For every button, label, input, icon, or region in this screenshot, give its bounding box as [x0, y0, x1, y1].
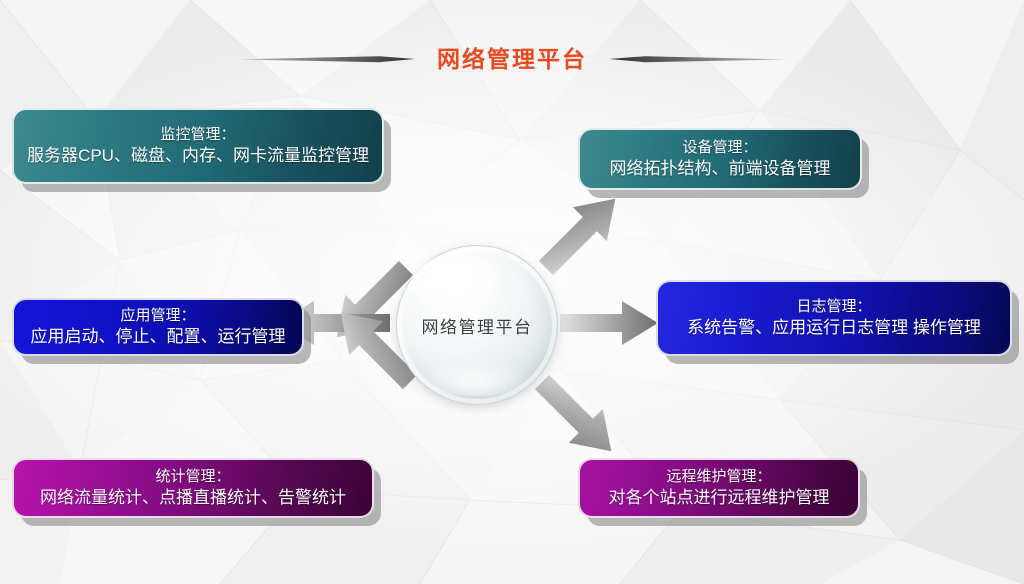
panel-device-detail: 网络拓扑结构、前端设备管理 [609, 159, 831, 179]
title-rule-right-icon [609, 56, 785, 63]
panel-remote[interactable]: 远程维护管理： 对各个站点进行远程维护管理 [578, 458, 860, 518]
arrow-to-remote-icon [534, 374, 612, 452]
panel-application-heading: 应用管理： [120, 306, 196, 324]
center-node-label: 网络管理平台 [421, 317, 533, 337]
panel-application-detail: 应用启动、停止、配置、运行管理 [30, 327, 286, 347]
title-bar: 网络管理平台 [0, 38, 1024, 80]
panel-monitor[interactable]: 监控管理： 服务器CPU、磁盘、内存、网卡流量监控管理 [12, 108, 384, 184]
arrow-to-device-icon [538, 198, 616, 276]
panel-device[interactable]: 设备管理： 网络拓扑结构、前端设备管理 [578, 128, 862, 190]
panel-application[interactable]: 应用管理： 应用启动、停止、配置、运行管理 [12, 298, 304, 356]
panel-log-detail: 系统告警、应用运行日志管理 操作管理 [687, 318, 981, 338]
panel-monitor-detail: 服务器CPU、磁盘、内存、网卡流量监控管理 [27, 146, 369, 166]
panel-statistics-detail: 网络流量统计、点播直播统计、告警统计 [40, 488, 346, 508]
panel-monitor-heading: 监控管理： [160, 125, 236, 143]
panel-remote-heading: 远程维护管理： [666, 467, 772, 485]
panel-device-heading: 设备管理： [682, 138, 758, 156]
panel-remote-detail: 对各个站点进行远程维护管理 [608, 488, 830, 508]
panel-log-heading: 日志管理： [796, 297, 872, 315]
panel-log[interactable]: 日志管理： 系统告警、应用运行日志管理 操作管理 [656, 280, 1012, 356]
title-rule-left-icon [239, 56, 415, 63]
arrow-to-log-icon [560, 301, 658, 345]
panel-statistics[interactable]: 统计管理： 网络流量统计、点播直播统计、告警统计 [12, 458, 374, 518]
panel-statistics-heading: 统计管理： [155, 467, 231, 485]
page-title: 网络管理平台 [437, 45, 587, 72]
center-node[interactable]: 网络管理平台 [396, 245, 558, 405]
